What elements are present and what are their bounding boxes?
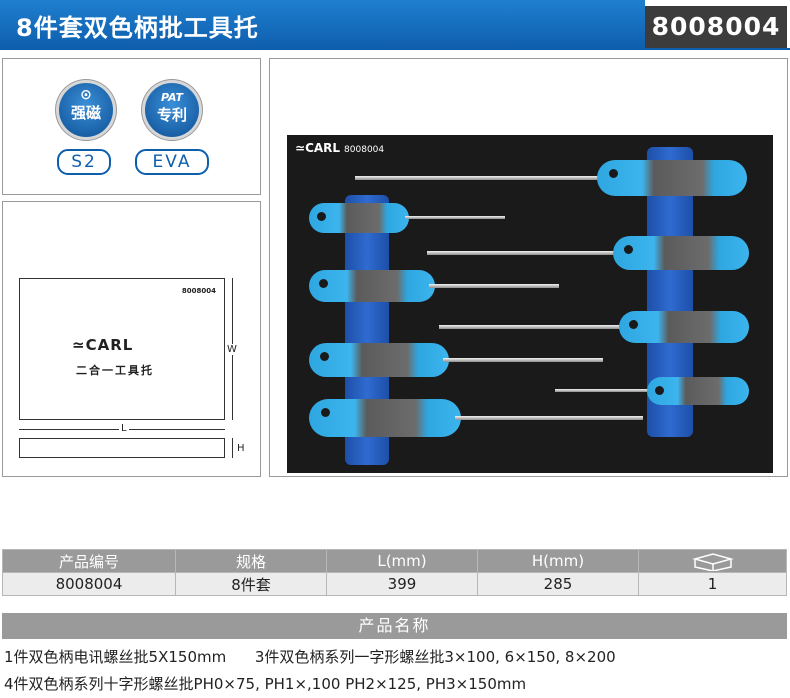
material-s2-badge: S2	[57, 149, 111, 175]
photo-brand-text: CARL	[305, 141, 341, 155]
screwdriver-handle	[597, 160, 747, 196]
screwdriver-handle	[309, 399, 461, 437]
header-length: L(mm)	[326, 549, 478, 573]
magnet-badge-label: 强磁	[70, 104, 101, 122]
value-spec: 8件套	[175, 572, 327, 596]
tray-side-view	[19, 438, 225, 458]
magnet-badge: ⊙ 强磁	[59, 83, 113, 137]
header-underline	[0, 48, 790, 50]
header: 8件套双色柄批工具托 8008004	[0, 0, 790, 50]
value-height: 285	[477, 572, 639, 596]
title-bar	[0, 0, 645, 48]
patent-badge-label: 专利	[156, 106, 187, 124]
tray-top-view: 8008004 ≃CARL 二合一工具托	[19, 278, 225, 420]
patent-badge: PAT 专利	[145, 83, 199, 137]
product-names-heading: 产品名称	[2, 613, 787, 639]
screwdriver-shaft	[355, 176, 605, 180]
features-panel: ⊙ 强磁 PAT 专利 S2 EVA	[2, 58, 261, 195]
material-eva-badge: EVA	[135, 149, 209, 175]
screwdriver-phillips-ph3	[309, 399, 643, 437]
screwdriver-phillips-ph1	[309, 270, 559, 302]
spec-header-row: 产品编号 规格 L(mm) H(mm)	[2, 549, 787, 573]
value-length: 399	[326, 572, 478, 596]
screwdriver-shaft	[427, 251, 623, 255]
diagram-panel: 8008004 ≃CARL 二合一工具托 W L H	[2, 201, 261, 477]
screwdriver-handle	[309, 270, 435, 302]
screwdriver-shaft	[555, 389, 655, 392]
product-code-badge: 8008004	[645, 6, 787, 48]
header-package	[638, 549, 787, 573]
screwdriver-phillips-ph2	[309, 343, 603, 377]
photo-code: 8008004	[344, 145, 385, 155]
page-title: 8件套双色柄批工具托	[16, 14, 259, 42]
carl-logo-icon: ≃	[72, 336, 86, 354]
patent-badge-top: PAT	[160, 91, 184, 104]
screwdriver-phillips-ph0	[555, 376, 749, 406]
screwdriver-shaft	[405, 216, 505, 219]
box-icon	[691, 553, 734, 571]
tray-code: 8008004	[181, 287, 216, 295]
value-package-qty: 1	[638, 572, 787, 596]
screwdriver-handle	[619, 311, 749, 343]
tray-brand: ≃CARL	[72, 336, 133, 354]
tray-brand-text: CARL	[85, 336, 134, 354]
magnet-icon: ⊙	[80, 87, 92, 103]
header-spec: 规格	[175, 549, 327, 573]
product-names-line-2: 4件双色柄系列十字形螺丝批PH0×75, PH1×,100 PH2×125, P…	[4, 675, 527, 693]
spec-value-row: 8008004 8件套 399 285 1	[2, 572, 787, 596]
length-label: L	[119, 423, 129, 434]
screwdriver-shaft	[455, 416, 643, 420]
header-product-code: 产品编号	[2, 549, 176, 573]
height-label: H	[237, 443, 245, 454]
header-height: H(mm)	[477, 549, 639, 573]
tray-caption: 二合一工具托	[76, 364, 154, 377]
screwdriver-shaft	[439, 325, 629, 329]
screwdriver-handle	[309, 343, 449, 377]
screwdriver-slotted-8x200	[355, 160, 747, 196]
screwdriver-handle	[647, 377, 749, 405]
screwdriver-electronic-5x150	[309, 203, 505, 233]
value-product-code: 8008004	[2, 572, 176, 596]
spec-table: 产品编号 规格 L(mm) H(mm) 8008004 8件套 399 285 …	[2, 549, 787, 596]
screwdriver-handle	[309, 203, 409, 233]
screwdriver-slotted-6x150	[427, 236, 749, 270]
screwdriver-shaft	[443, 358, 603, 362]
product-names-line-1: 1件双色柄电讯螺丝批5X150mm 3件双色柄系列一字形螺丝批3×100, 6×…	[4, 648, 616, 666]
screwdriver-shaft	[429, 284, 559, 288]
screwdriver-slotted-3x100	[439, 311, 749, 343]
height-dimension-line	[232, 438, 233, 458]
carl-logo-icon: ≃	[295, 141, 306, 155]
screwdriver-handle	[613, 236, 749, 270]
width-label: W	[227, 344, 237, 355]
